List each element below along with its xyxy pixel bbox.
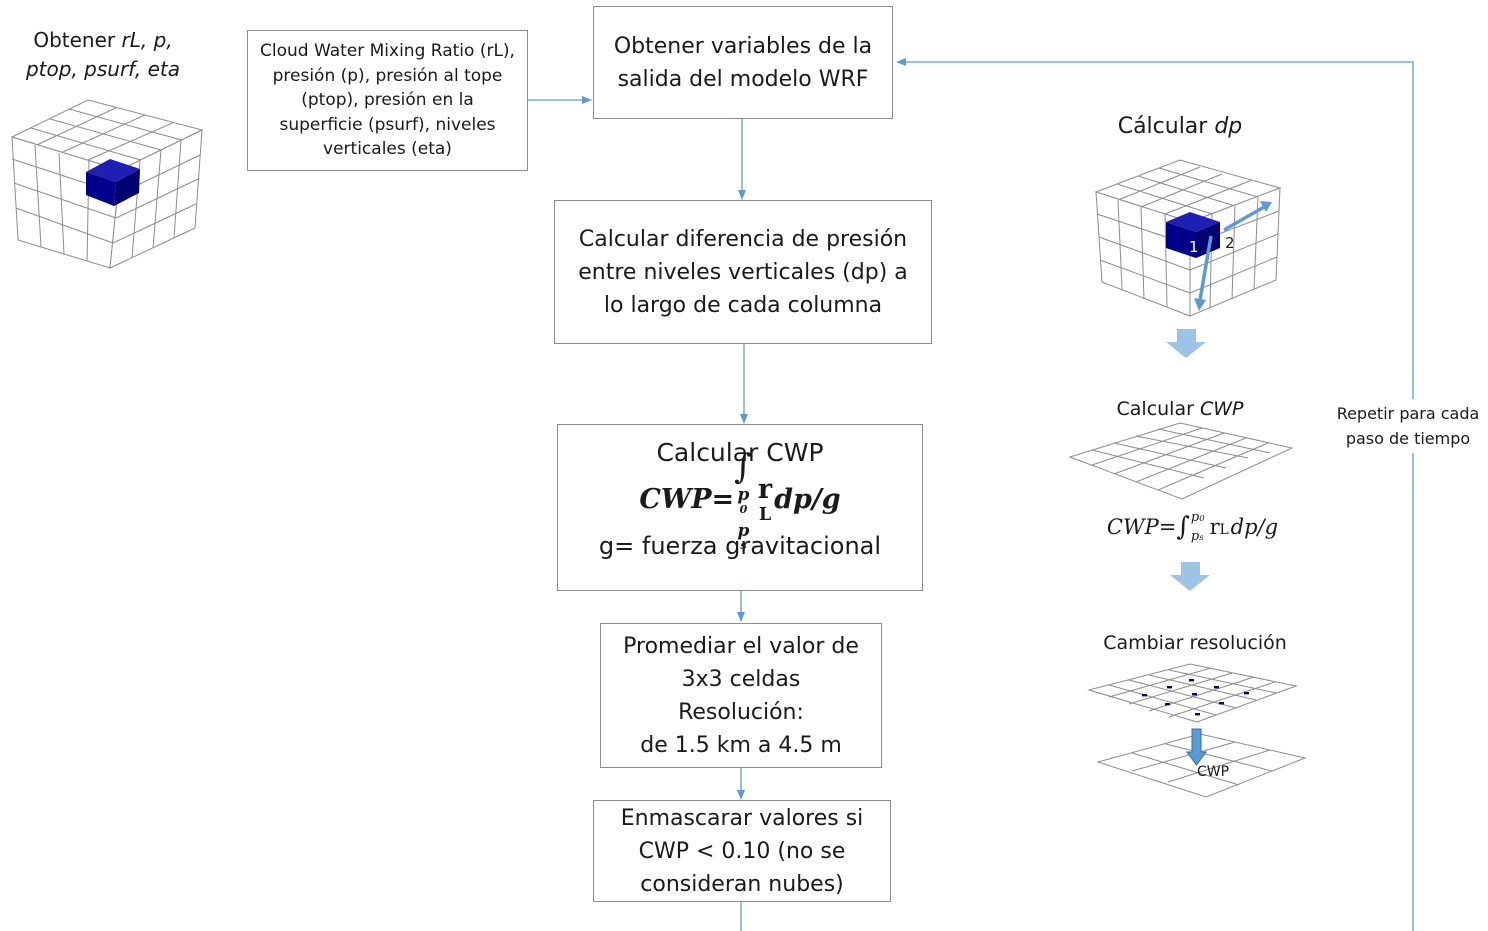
repeat-line-1: Repetir para cada <box>1336 404 1480 423</box>
step1-obtain-wrf-box: Obtener variables de la salida del model… <box>593 6 893 119</box>
input-line-2: presión (p), presión al tope <box>272 65 503 86</box>
obtain-vars-list-2: ptop, psurf, eta <box>25 57 180 81</box>
right-formula-lhs: CWP= <box>1106 515 1177 539</box>
calc-dp-label: Cálcular dp <box>1100 112 1260 142</box>
right-lower-limit: p <box>1190 529 1200 544</box>
obtain-vars-prefix: Obtener <box>33 28 116 52</box>
obtain-vars-list-1: rL, p, <box>121 28 173 52</box>
step2-pressure-diff-box: Calcular diferencia de presión entre niv… <box>554 200 932 344</box>
step2-line-1: Calcular diferencia de presión <box>578 226 908 252</box>
dp-highlighted-cell <box>1166 212 1220 232</box>
dp-arrow-down <box>1198 235 1213 301</box>
step3-formula-lhs: CWP= <box>639 483 735 515</box>
step5-line-2: CWP < 0.10 (no se <box>638 838 846 864</box>
calc-dp-prefix: Cálcular <box>1117 114 1208 139</box>
right-r: r <box>1209 515 1220 539</box>
coarse-grid-cwp-label: CWP <box>1197 764 1230 780</box>
step5-mask-box: Enmascarar valores si CWP < 0.10 (no se … <box>593 800 891 902</box>
repeat-loop-label: Repetir para cada paso de tiempo <box>1330 399 1486 453</box>
step5-line-3: consideran nubes) <box>640 871 844 897</box>
step4-line-3: Resolución: <box>678 699 804 725</box>
input-variables-box: Cloud Water Mixing Ratio (rL), presión (… <box>247 30 528 171</box>
step4-line-1: Promediar el valor de <box>623 633 859 659</box>
right-cwp-formula: CWP= ∫ p0 ps rL dp/g <box>1085 508 1300 546</box>
input-line-1: Cloud Water Mixing Ratio (rL), <box>260 41 515 62</box>
dp-arrow-right <box>1223 205 1265 232</box>
calc-dp-var: dp <box>1214 114 1243 139</box>
highlighted-cell <box>86 159 140 182</box>
loop-back-line <box>896 58 1414 931</box>
dp-arrow-label-1: 1 <box>1189 238 1199 256</box>
step5-line-1: Enmascarar valores si <box>620 805 864 831</box>
step3-upper-limit: p <box>737 484 750 505</box>
change-resolution-label: Cambiar resolución <box>1103 632 1287 654</box>
right-lower-limit-sub: s <box>1199 532 1204 542</box>
right-r-sub: L <box>1219 522 1229 538</box>
right-upper-limit: p <box>1190 510 1200 525</box>
step2-line-2: entre niveles verticales (dp) a <box>578 259 908 285</box>
step4-line-2: 3x3 celdas <box>681 666 801 692</box>
right-formula-rest: dp/g <box>1230 515 1279 539</box>
step3-upper-limit-sub: 0 <box>739 502 748 516</box>
step3-formula-rest: dp/g <box>774 483 841 515</box>
block-arrow-down-1 <box>1166 329 1206 358</box>
step3-lower-limit: p <box>737 521 750 541</box>
calc-cwp-var: CWP <box>1199 398 1244 420</box>
coarse-grid <box>1096 733 1307 798</box>
repeat-line-2: paso de tiempo <box>1345 429 1471 448</box>
right-upper-limit-sub: 0 <box>1199 513 1205 523</box>
input-line-4: superficie (psurf), niveles <box>279 114 496 135</box>
step3-title: Calcular CWP <box>656 438 824 467</box>
input-line-3: (ptop), presión en la <box>301 90 474 111</box>
step3-lower-limit-sub: s <box>740 539 747 552</box>
step3-note: g= fuerza gravitacional <box>598 532 882 560</box>
calc-cwp-prefix: Calcular <box>1116 398 1194 420</box>
step1-line-2: salida del modelo WRF <box>617 66 869 92</box>
step4-line-4: de 1.5 km a 4.5 m <box>640 732 842 758</box>
step2-line-3: lo largo de cada columna <box>603 292 883 318</box>
calc-cwp-label: Calcular CWP <box>1100 396 1260 422</box>
step4-average-box: Promediar el valor de 3x3 celdas Resoluc… <box>600 623 882 768</box>
step3-integral-sign: ∫ <box>734 446 752 487</box>
input-line-5: verticales (eta) <box>323 139 452 160</box>
obtain-vars-label: Obtener rL, p, ptop, psurf, eta <box>18 26 188 84</box>
block-arrow-down-2 <box>1170 562 1210 591</box>
resolution-arrow-down <box>1186 728 1207 766</box>
step3-r-sub: L <box>758 504 772 525</box>
step1-line-1: Obtener variables de la <box>613 33 873 59</box>
right-integral-sign: ∫ <box>1176 512 1190 542</box>
step3-r: r <box>757 473 773 505</box>
dp-arrow-label-2: 2 <box>1225 234 1235 252</box>
